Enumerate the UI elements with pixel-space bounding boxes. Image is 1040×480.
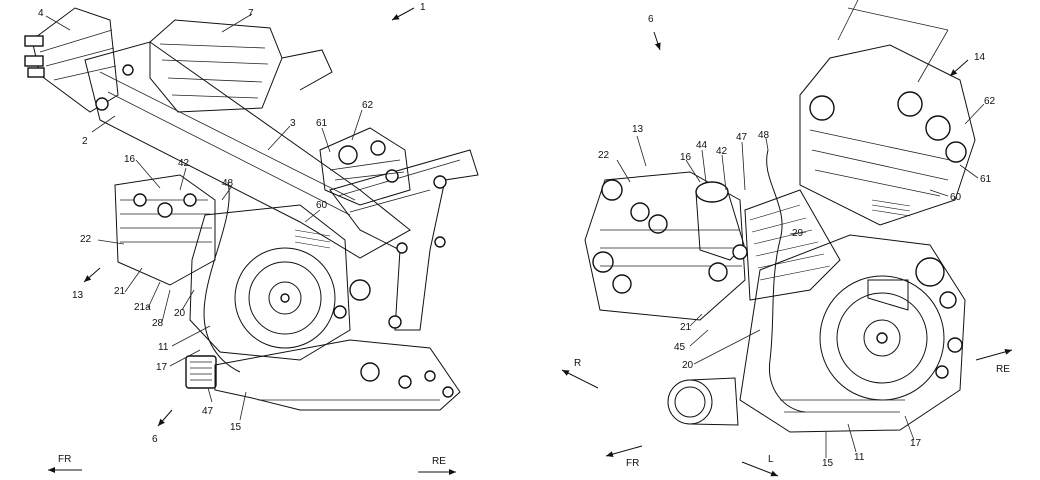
label-60-right: 60 (950, 192, 962, 203)
label-17: 17 (156, 362, 168, 373)
label-21-right: 21 (680, 322, 692, 333)
label-1: 1 (420, 2, 426, 13)
label-6-right: 6 (648, 14, 654, 25)
label-45: 45 (674, 342, 686, 353)
right-labels: 6 14 13 22 16 44 47 42 48 62 29 61 60 21… (574, 14, 1010, 469)
dimension-bracket (837, 0, 949, 83)
label-16-right: 16 (680, 152, 692, 163)
label-20-right: 20 (682, 360, 694, 371)
arrows (48, 7, 1013, 477)
label-60: 60 (316, 200, 328, 211)
left-labels: 1 4 7 2 3 16 42 48 61 62 60 22 13 21 21a… (38, 2, 446, 467)
label-47-right: 47 (736, 132, 748, 143)
label-62: 62 (362, 100, 374, 111)
rear-frame (329, 149, 479, 331)
front-cylinder (114, 174, 216, 286)
cylinder-fins (744, 189, 841, 301)
oil-filter-right (667, 377, 739, 426)
label-29: 29 (792, 228, 804, 239)
leader-lines (45, 13, 985, 458)
label-13: 13 (72, 290, 84, 301)
rear-cylinder-head-right (799, 44, 976, 226)
label-47: 47 (202, 406, 214, 417)
label-48: 48 (222, 178, 234, 189)
direction-re-right: RE (996, 364, 1010, 375)
left-figure (24, 7, 479, 411)
oil-filter (185, 355, 217, 389)
oil-pipe-right (766, 149, 806, 413)
label-22-right: 22 (598, 150, 610, 161)
crankcase-right (739, 234, 966, 433)
label-11-right: 11 (854, 452, 865, 463)
direction-fr-left: FR (58, 454, 71, 465)
label-42: 42 (178, 158, 190, 169)
label-28: 28 (152, 318, 164, 329)
label-48-right: 48 (758, 130, 770, 141)
label-16: 16 (124, 154, 136, 165)
lower-case (214, 339, 461, 411)
label-44: 44 (696, 140, 708, 151)
label-22: 22 (80, 234, 92, 245)
direction-l: L (768, 454, 774, 465)
label-61-right: 61 (980, 174, 992, 185)
rear-cylinder-head (319, 127, 411, 206)
label-17-right: 17 (910, 438, 922, 449)
label-15-right: 15 (822, 458, 834, 469)
label-61: 61 (316, 118, 328, 129)
direction-fr-right: FR (626, 458, 639, 469)
label-3: 3 (290, 118, 296, 129)
label-6: 6 (152, 434, 158, 445)
crankcase (189, 204, 402, 361)
label-13-right: 13 (632, 124, 644, 135)
label-14: 14 (974, 52, 986, 63)
direction-r: R (574, 358, 581, 369)
label-11: 11 (158, 342, 169, 353)
label-7: 7 (248, 8, 254, 19)
airbox-drawing (149, 19, 333, 113)
label-62-right: 62 (984, 96, 996, 107)
label-42-right: 42 (716, 146, 728, 157)
label-21: 21 (114, 286, 126, 297)
label-20: 20 (174, 308, 186, 319)
frame-headstock (24, 7, 119, 113)
label-15: 15 (230, 422, 242, 433)
label-4: 4 (38, 8, 44, 19)
main-frame-spar (84, 41, 411, 259)
throttle-body (695, 181, 748, 282)
oil-pipe (203, 181, 241, 373)
label-21a: 21a (134, 302, 151, 313)
right-figure (584, 0, 976, 433)
direction-re-left: RE (432, 456, 446, 467)
label-2: 2 (82, 136, 88, 147)
